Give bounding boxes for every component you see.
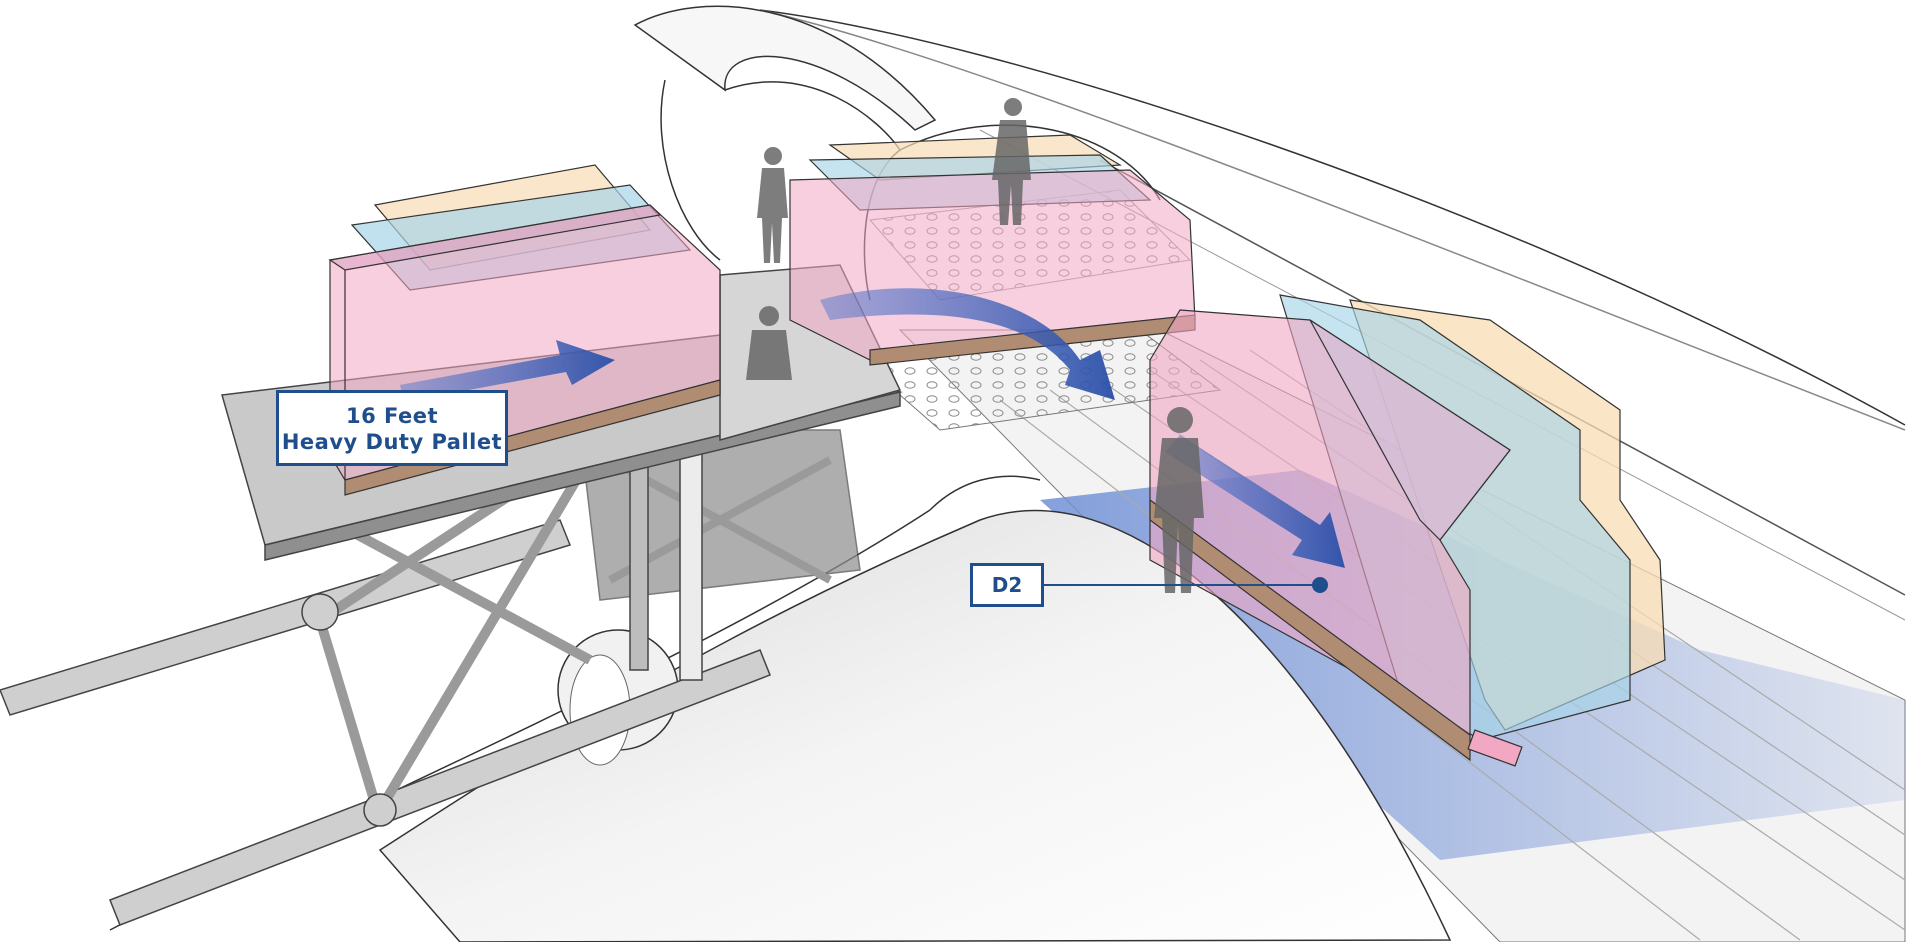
flow-arrow-door [820, 288, 1115, 400]
flow-arrow-loader [400, 340, 615, 402]
d2-marker-dot [1312, 577, 1328, 593]
flow-arrows [400, 288, 1345, 568]
position-d2-label: D2 [970, 563, 1044, 607]
pallet-callout: 16 Feet Heavy Duty Pallet [276, 390, 508, 466]
scissor-lift-loader [0, 264, 903, 926]
pallet-callout-line2: Heavy Duty Pallet [281, 430, 503, 454]
pallet-callout-line1: 16 Feet [345, 404, 439, 428]
d2-leader [1044, 577, 1328, 593]
flow-arrow-d2 [1165, 435, 1345, 568]
person-silhouette [746, 98, 1204, 593]
